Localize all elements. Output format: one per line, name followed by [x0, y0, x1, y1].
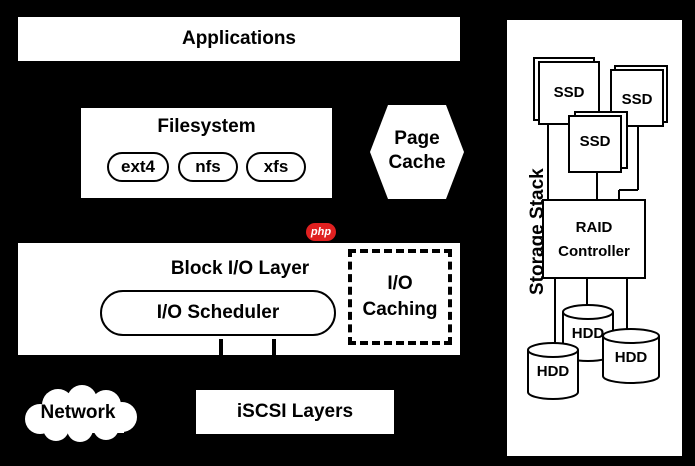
io-scheduler-pill: I/O Scheduler [100, 290, 336, 336]
raid-label-line1: RAID [576, 219, 613, 236]
io-caching-line2: Caching [362, 299, 438, 320]
fs-type-ext4: ext4 [107, 152, 169, 182]
iscsi-layers-box: iSCSI Layers [196, 390, 394, 434]
filesystem-title: Filesystem [157, 116, 256, 137]
raid-label-line2: Controller [558, 243, 630, 260]
hdd-3-label: HDD [615, 349, 648, 366]
scheduler-connector-left [219, 339, 223, 355]
ssd-1-label: SSD [554, 84, 585, 101]
ssd-2 [568, 111, 628, 173]
block-io-layer-title: Block I/O Layer [170, 258, 310, 279]
page-cache-line1: Page [394, 128, 440, 149]
io-caching-box: I/O Caching [348, 249, 452, 345]
hdd-1 [527, 342, 579, 400]
scheduler-connector-right [272, 339, 276, 355]
applications-box: Applications [18, 17, 460, 61]
page-cache-line2: Cache [388, 152, 446, 173]
storage-stack-diagram: SSD SSD SSD RAID Controller HDD HDD HDD [527, 57, 668, 400]
hdd-2 [562, 304, 614, 362]
io-caching-line1: I/O [387, 273, 413, 294]
ssd-2-label: SSD [580, 133, 611, 150]
fs-type-nfs: nfs [178, 152, 238, 182]
hdd-2-label: HDD [572, 325, 605, 342]
php-watermark-badge: php [306, 223, 336, 241]
hdd-1-label: HDD [537, 363, 570, 380]
fs-type-xfs: xfs [246, 152, 306, 182]
network-cloud-icon [25, 385, 137, 442]
ssd-1 [533, 57, 600, 125]
page-cache-shape [370, 105, 464, 199]
hdd-3 [602, 328, 660, 384]
ssd-3-label: SSD [622, 91, 653, 108]
page-cache-label: Page Cache [370, 127, 464, 175]
network-label: Network [40, 402, 116, 423]
raid-controller-box [542, 199, 646, 279]
